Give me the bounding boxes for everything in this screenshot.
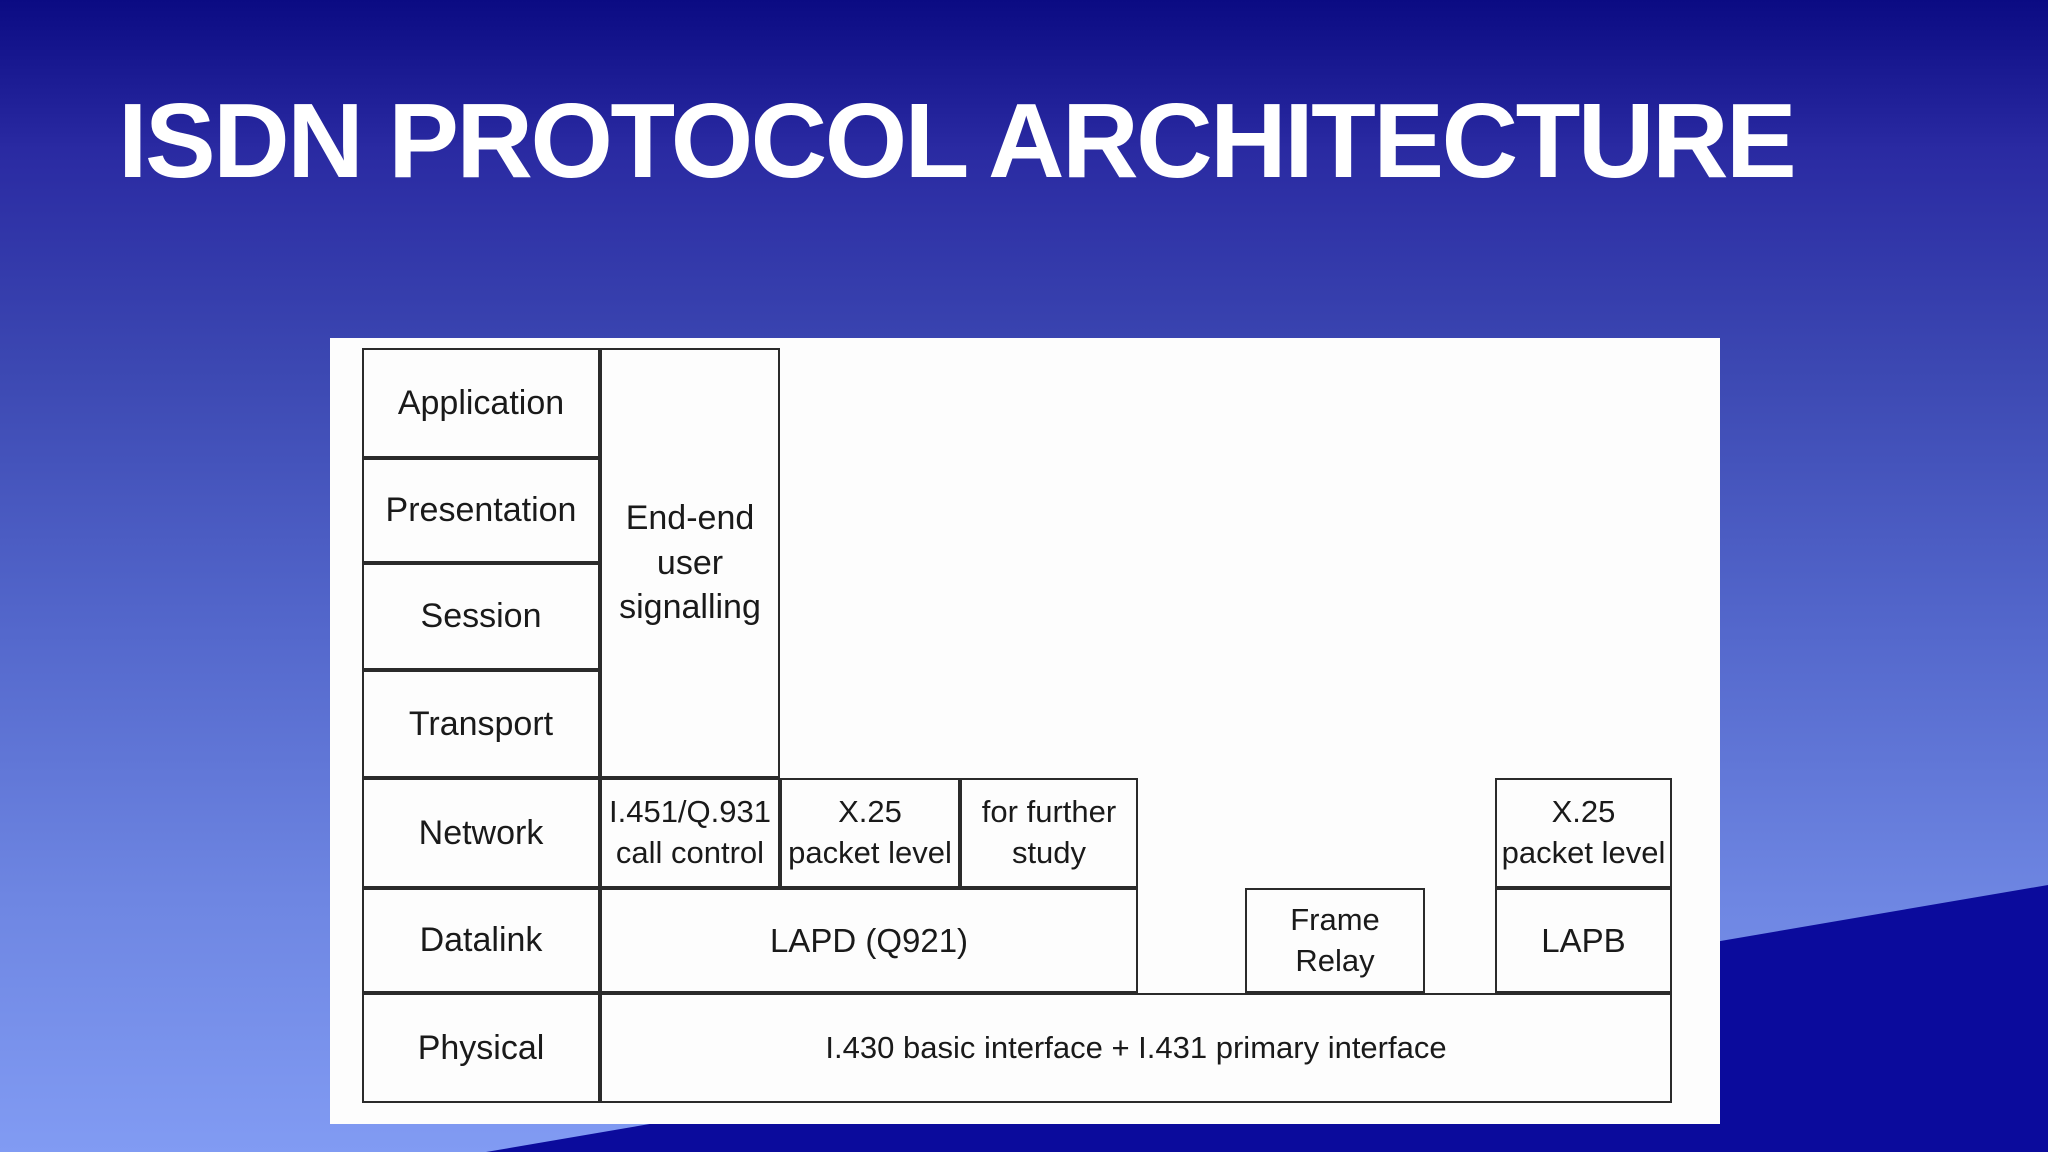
cell-physical-interfaces: I.430 basic interface + I.431 primary in…: [600, 993, 1672, 1103]
cell-call-control: I.451/Q.931 call control: [600, 778, 780, 888]
layer-cell-datalink: Datalink: [362, 888, 600, 993]
cell-for-further-study: for further study: [960, 778, 1138, 888]
cell-lapb: LAPB: [1495, 888, 1672, 993]
layer-cell-session: Session: [362, 563, 600, 670]
layer-cell-network: Network: [362, 778, 600, 888]
diagram-panel: Application Presentation Session Transpo…: [330, 338, 1720, 1124]
cell-frame-relay: Frame Relay: [1245, 888, 1425, 993]
layer-cell-application: Application: [362, 348, 600, 458]
cell-x25-packet-level-left: X.25 packet level: [780, 778, 960, 888]
slide-title: ISDN PROTOCOL ARCHITECTURE: [118, 82, 1797, 200]
layer-cell-physical: Physical: [362, 993, 600, 1103]
cell-end-end-user-signalling: End-end user signalling: [600, 348, 780, 778]
cell-lapd: LAPD (Q921): [600, 888, 1138, 993]
layer-cell-presentation: Presentation: [362, 458, 600, 563]
layer-cell-transport: Transport: [362, 670, 600, 778]
cell-x25-packet-level-right: X.25 packet level: [1495, 778, 1672, 888]
